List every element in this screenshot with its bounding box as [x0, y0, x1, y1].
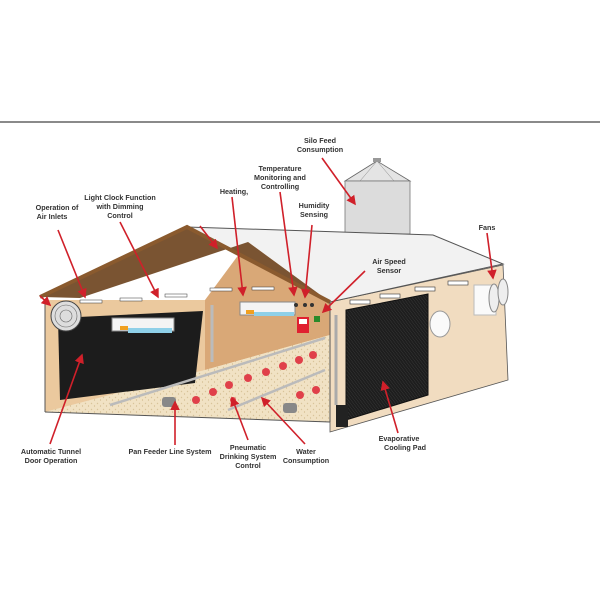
end-fan — [50, 300, 82, 332]
label-line: Heating, — [220, 187, 248, 196]
label-silo-feed: Silo Feed Consumption — [297, 136, 343, 154]
label-line: Cooling Pad — [384, 443, 426, 452]
label-line: Fans — [479, 223, 496, 232]
label-humidity: Humidity Sensing — [299, 201, 330, 219]
label-line: Drinking System — [220, 452, 277, 461]
label-line: Control — [235, 461, 261, 470]
ceiling — [42, 227, 330, 302]
label-pneumatic: Pneumatic Drinking System Control — [220, 443, 277, 470]
label-line: Controlling — [261, 182, 299, 191]
label-line: Monitoring and — [254, 173, 306, 182]
gable-trim — [39, 224, 331, 304]
label-line: Sensor — [377, 266, 402, 275]
heaters — [111, 301, 296, 333]
tunnel-curtain — [58, 311, 203, 400]
label-line: Pan Feeder Line System — [128, 447, 211, 456]
cooling-pad — [345, 293, 429, 421]
label-line: Water — [296, 447, 316, 456]
callout-arrows — [39, 157, 497, 445]
label-line: with Dimming — [95, 202, 143, 211]
label-fans: Fans — [479, 223, 496, 232]
label-line: Automatic Tunnel — [21, 447, 81, 456]
label-line: Pneumatic — [230, 443, 266, 452]
label-line: Evaporative — [379, 434, 420, 443]
label-line: Air Speed — [372, 257, 406, 266]
label-light-clock: Light Clock Function with Dimming Contro… — [84, 193, 155, 220]
label-line: Consumption — [297, 145, 343, 154]
label-line: Door Operation — [25, 456, 78, 465]
label-heating: Heating, — [220, 187, 248, 196]
label-line: Humidity — [299, 201, 330, 210]
label-pan-feeder: Pan Feeder Line System — [128, 447, 211, 456]
label-line: Control — [107, 211, 133, 220]
label-line: Temperature — [258, 164, 301, 173]
label-temperature: Temperature Monitoring and Controlling — [254, 164, 306, 191]
label-line: Silo Feed — [304, 136, 336, 145]
label-air-inlets: Operation of Air Inlets — [36, 203, 79, 221]
feeder-lines — [109, 336, 326, 412]
label-air-speed: Air Speed Sensor — [372, 257, 406, 275]
label-tunnel-door: Automatic Tunnel Door Operation — [21, 447, 81, 465]
silo — [343, 158, 412, 235]
pump-box — [336, 405, 348, 427]
label-line: Consumption — [283, 456, 329, 465]
label-cooling-pad: Evaporative Cooling Pad — [379, 434, 426, 452]
air-inlets-side — [349, 280, 469, 305]
inlets-interior — [79, 286, 275, 304]
label-water: Water Consumption — [283, 447, 329, 465]
label-line: Sensing — [300, 210, 328, 219]
label-line: Operation of — [36, 203, 79, 212]
control-panel — [294, 303, 320, 333]
label-line: Light Clock Function — [84, 193, 155, 202]
side-fans — [429, 278, 509, 338]
label-line: Air Inlets — [37, 212, 68, 221]
